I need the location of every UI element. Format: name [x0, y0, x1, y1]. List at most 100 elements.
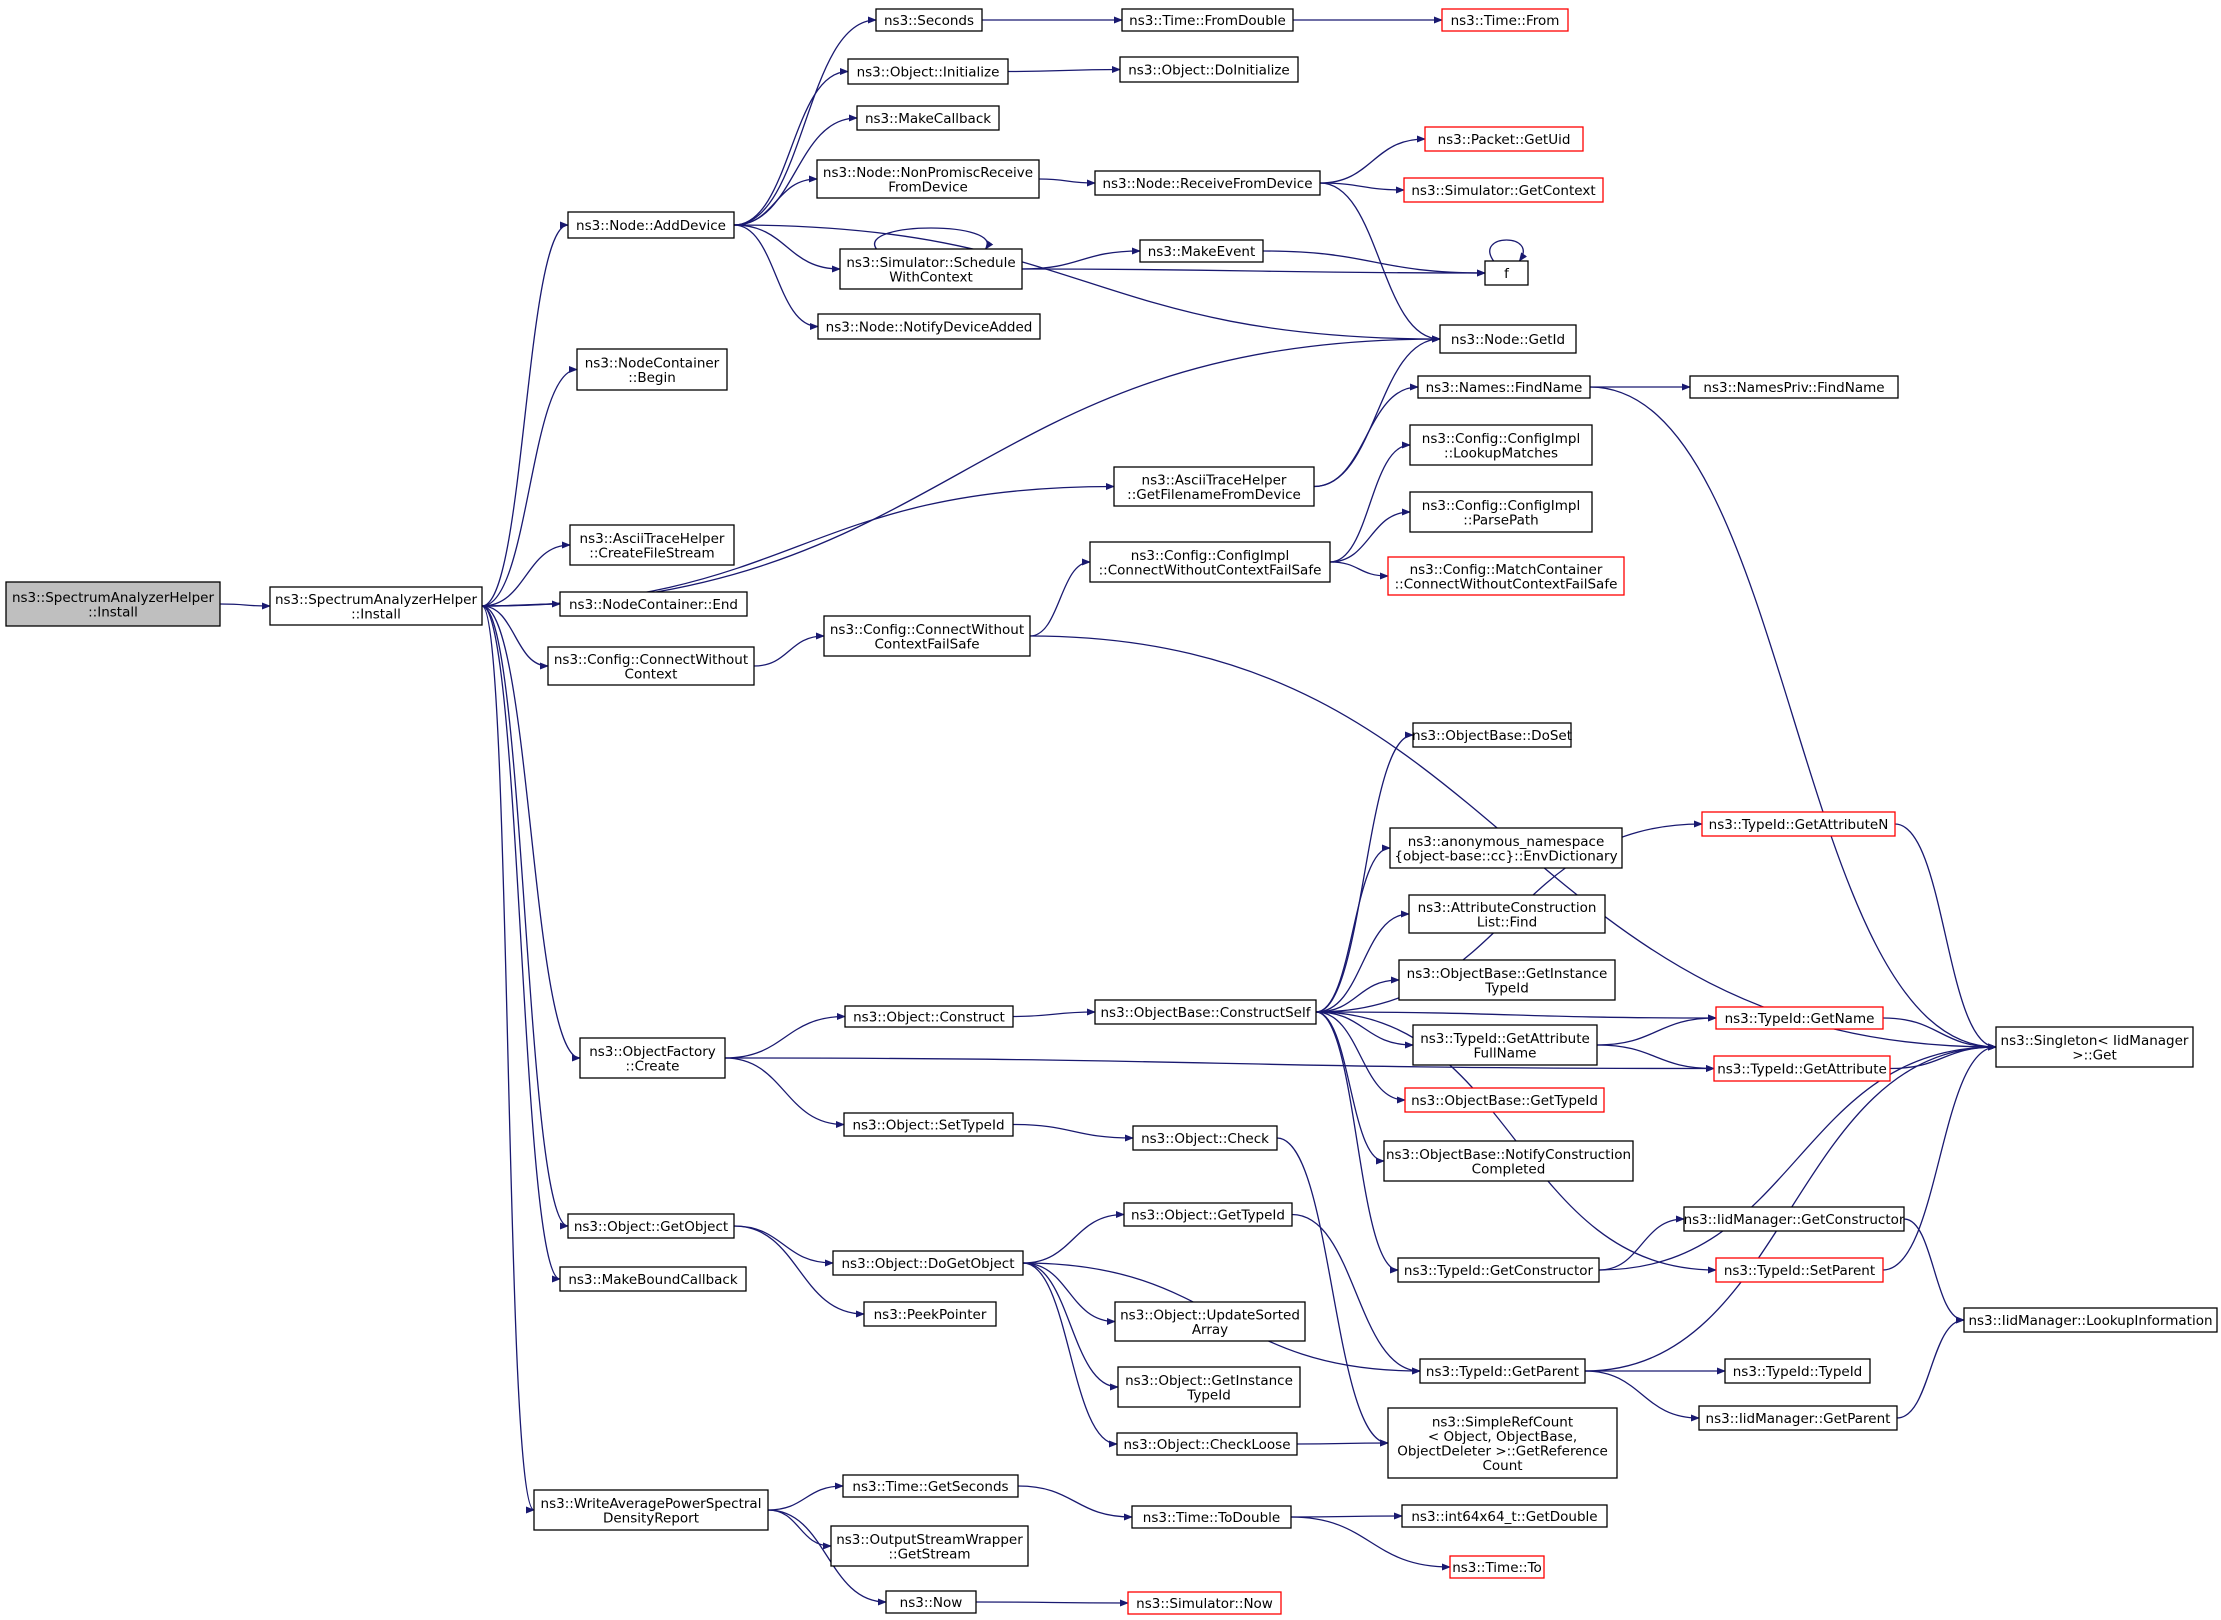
node-box[interactable] [1424, 126, 1584, 152]
node-box[interactable] [1404, 1087, 1605, 1113]
graph-node[interactable]: ns3::Object::CheckLoose [1116, 1432, 1298, 1456]
node-box[interactable] [1689, 375, 1899, 399]
node-box[interactable] [1123, 1202, 1293, 1227]
graph-node[interactable]: ns3::TypeId::SetParent [1715, 1257, 1884, 1283]
node-box[interactable] [1683, 1206, 1905, 1232]
graph-node[interactable]: ns3::IidManager::GetConstructor [1683, 1206, 1905, 1232]
graph-node[interactable]: ns3::Singleton< IidManager >::Get [1995, 1026, 2194, 1068]
graph-node[interactable]: ns3::Config::ConnectWithoutContextFailSa… [823, 615, 1031, 657]
node-box[interactable] [1449, 1555, 1545, 1579]
graph-node[interactable]: ns3::Object::Construct [844, 1005, 1014, 1028]
graph-node[interactable]: ns3::Simulator::GetContext [1403, 177, 1604, 203]
graph-node[interactable]: ns3::Node::GetId [1439, 324, 1577, 354]
node-box[interactable] [843, 1112, 1014, 1137]
node-box[interactable] [1698, 1405, 1898, 1431]
graph-node[interactable]: ns3::Object::Initialize [847, 58, 1009, 85]
node-box[interactable] [1724, 1358, 1871, 1384]
graph-node[interactable]: ns3::Config::MatchContainer::ConnectWith… [1387, 556, 1625, 596]
node-box[interactable] [817, 313, 1041, 340]
graph-node[interactable]: ns3::Node::AddDevice [567, 211, 735, 239]
graph-node[interactable]: ns3::ObjectBase::DoSet [1412, 722, 1572, 748]
graph-node[interactable]: ns3::Object::Check [1132, 1125, 1278, 1151]
graph-node[interactable]: ns3::MakeEvent [1139, 239, 1264, 263]
node-box[interactable] [559, 591, 748, 617]
node-box[interactable] [1401, 1504, 1608, 1528]
node-box[interactable] [1715, 1006, 1884, 1030]
node-box[interactable] [269, 586, 483, 626]
graph-node[interactable]: ns3::Object::SetTypeId [843, 1112, 1014, 1137]
node-box[interactable] [1397, 1257, 1600, 1283]
graph-node[interactable]: ns3::IidManager::LookupInformation [1963, 1307, 2218, 1333]
node-box[interactable] [1389, 827, 1623, 869]
graph-node[interactable]: ns3::Node::ReceiveFromDevice [1094, 170, 1321, 196]
node-box[interactable] [844, 1005, 1014, 1028]
graph-node[interactable]: ns3::ObjectBase::ConstructSelf [1094, 999, 1317, 1025]
node-box[interactable] [856, 105, 1000, 131]
graph-node[interactable]: ns3::Time::ToDouble [1131, 1505, 1292, 1529]
node-box[interactable] [1131, 1505, 1292, 1529]
node-box[interactable] [1383, 1140, 1634, 1182]
graph-node[interactable]: ns3::Config::ConfigImpl::LookupMatches [1409, 424, 1593, 466]
node-box[interactable] [1419, 1358, 1586, 1384]
node-box[interactable] [569, 524, 735, 566]
graph-node[interactable]: ns3::SpectrumAnalyzerHelper::Install [269, 586, 483, 626]
graph-node[interactable]: ns3::ObjectBase::GetTypeId [1404, 1087, 1605, 1113]
node-box[interactable] [863, 1301, 997, 1327]
graph-node[interactable]: ns3::SpectrumAnalyzerHelper::Install [5, 581, 221, 627]
graph-node[interactable]: ns3::int64x64_t::GetDouble [1401, 1504, 1608, 1528]
graph-node[interactable]: ns3::Config::ConnectWithoutContext [547, 646, 755, 686]
node-box[interactable] [547, 646, 755, 686]
graph-node[interactable]: ns3::TypeId::GetAttributeN [1701, 811, 1896, 837]
graph-node[interactable]: ns3::TypeId::GetConstructor [1397, 1257, 1600, 1283]
node-box[interactable] [579, 1037, 726, 1079]
graph-node[interactable]: ns3::AsciiTraceHelper::CreateFileStream [569, 524, 735, 566]
node-box[interactable] [1439, 324, 1577, 354]
graph-node[interactable]: ns3::Config::ConfigImpl::ConnectWithoutC… [1089, 541, 1331, 583]
node-box[interactable] [1387, 1407, 1618, 1479]
graph-node[interactable]: ns3::anonymous_namespace{object-base::cc… [1389, 827, 1623, 869]
node-box[interactable] [1139, 239, 1264, 263]
graph-node[interactable]: ns3::Time::To [1449, 1555, 1545, 1579]
graph-node[interactable]: ns3::PeekPointer [863, 1301, 997, 1327]
graph-node[interactable]: ns3::MakeCallback [856, 105, 1000, 131]
node-box[interactable] [1114, 1301, 1306, 1342]
graph-node[interactable]: ns3::TypeId::GetName [1715, 1006, 1884, 1030]
graph-node[interactable]: ns3::TypeId::GetParent [1419, 1358, 1586, 1384]
node-box[interactable] [842, 1474, 1019, 1498]
node-box[interactable] [1117, 1366, 1301, 1408]
node-box[interactable] [823, 615, 1031, 657]
node-box[interactable] [1398, 959, 1616, 1001]
node-box[interactable] [559, 1266, 747, 1292]
graph-node[interactable]: ns3::Node::NotifyDeviceAdded [817, 313, 1041, 340]
node-box[interactable] [1408, 894, 1606, 934]
node-box[interactable] [1132, 1125, 1278, 1151]
node-box[interactable] [1403, 177, 1604, 203]
node-box[interactable] [1412, 722, 1572, 748]
node-box[interactable] [875, 8, 983, 32]
node-box[interactable] [1441, 8, 1569, 32]
node-box[interactable] [839, 248, 1023, 290]
node-box[interactable] [1113, 466, 1315, 507]
node-box[interactable] [1417, 375, 1591, 399]
graph-node[interactable]: ns3::Object::DoGetObject [832, 1250, 1024, 1276]
graph-node[interactable]: ns3::TypeId::GetAttribute [1713, 1055, 1891, 1082]
node-box[interactable] [1387, 556, 1625, 596]
node-box[interactable] [567, 1213, 735, 1239]
graph-node[interactable]: ns3::WriteAveragePowerSpectralDensityRep… [533, 1489, 769, 1531]
graph-node[interactable]: ns3::OutputStreamWrapper::GetStream [830, 1525, 1029, 1567]
node-box[interactable] [847, 58, 1009, 85]
node-box[interactable] [1409, 491, 1593, 533]
node-box[interactable] [1995, 1026, 2194, 1068]
graph-node[interactable]: ns3::Time::FromDouble [1121, 8, 1294, 32]
graph-node[interactable]: ns3::Simulator::Now [1127, 1591, 1282, 1615]
graph-node[interactable]: ns3::TypeId::TypeId [1724, 1358, 1871, 1384]
node-box[interactable] [1715, 1257, 1884, 1283]
graph-node[interactable]: ns3::Now [885, 1590, 977, 1614]
graph-node[interactable]: ns3::SimpleRefCount< Object, ObjectBase,… [1387, 1407, 1618, 1479]
graph-node[interactable]: ns3::MakeBoundCallback [559, 1266, 747, 1292]
graph-node[interactable]: ns3::Time::GetSeconds [842, 1474, 1019, 1498]
